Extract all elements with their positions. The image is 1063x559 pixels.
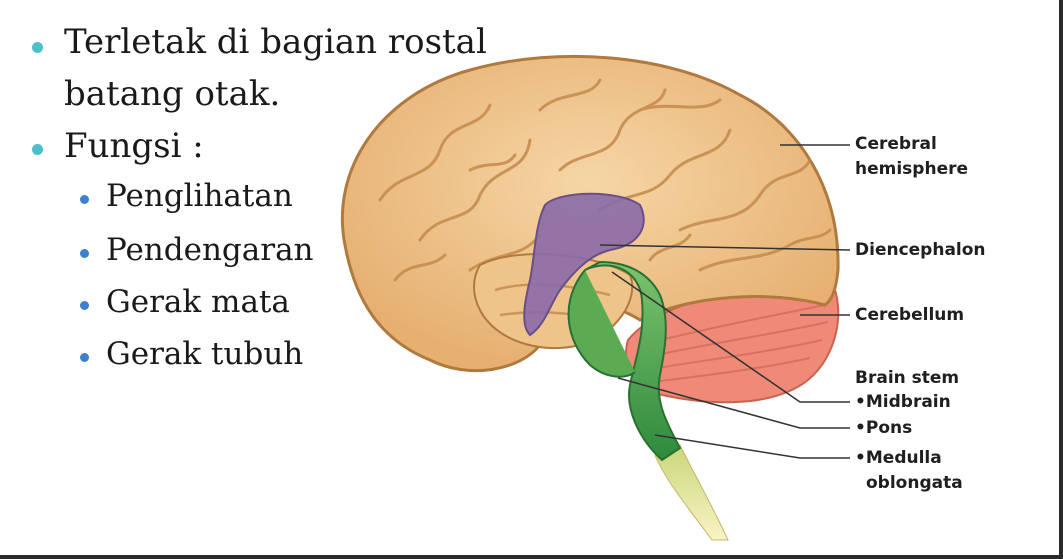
sub-bullet-text: Pendengaran	[106, 232, 314, 268]
leader-midbrain	[611, 271, 850, 403]
spinal-cord	[654, 444, 729, 541]
bullet-text: Terletak di bagian rostal	[64, 22, 487, 62]
sub-bullet-icon	[80, 353, 89, 362]
label-oblongata: oblongata	[866, 473, 963, 493]
bullet-text: Fungsi :	[64, 126, 204, 166]
bullet-icon	[32, 144, 43, 155]
bullet-icon	[32, 42, 43, 53]
label-brain-stem: Brain stem	[855, 368, 960, 388]
label-pons: •Pons	[855, 418, 913, 438]
label-cerebral: Cerebral	[855, 134, 937, 154]
sub-bullet-text: Gerak tubuh	[106, 336, 304, 372]
bullet-text-continued: batang otak.	[64, 74, 281, 114]
diencephalon	[523, 192, 645, 337]
leader-medulla	[654, 434, 850, 459]
sub-bullet-text: Gerak mata	[106, 284, 290, 320]
brain-stem	[584, 260, 682, 462]
sub-bullet-icon	[80, 249, 89, 258]
label-diencephalon: Diencephalon	[855, 240, 986, 260]
leader-diencephalon	[599, 244, 851, 251]
label-medulla: •Medulla	[855, 448, 942, 468]
sub-bullet-text: Penglihatan	[106, 178, 293, 214]
sub-bullet-icon	[80, 195, 89, 204]
label-midbrain: •Midbrain	[855, 392, 951, 412]
label-cerebellum: Cerebellum	[855, 305, 965, 325]
sub-bullet-icon	[80, 301, 89, 310]
label-hemisphere: hemisphere	[855, 159, 969, 179]
leader-pons	[617, 377, 850, 429]
